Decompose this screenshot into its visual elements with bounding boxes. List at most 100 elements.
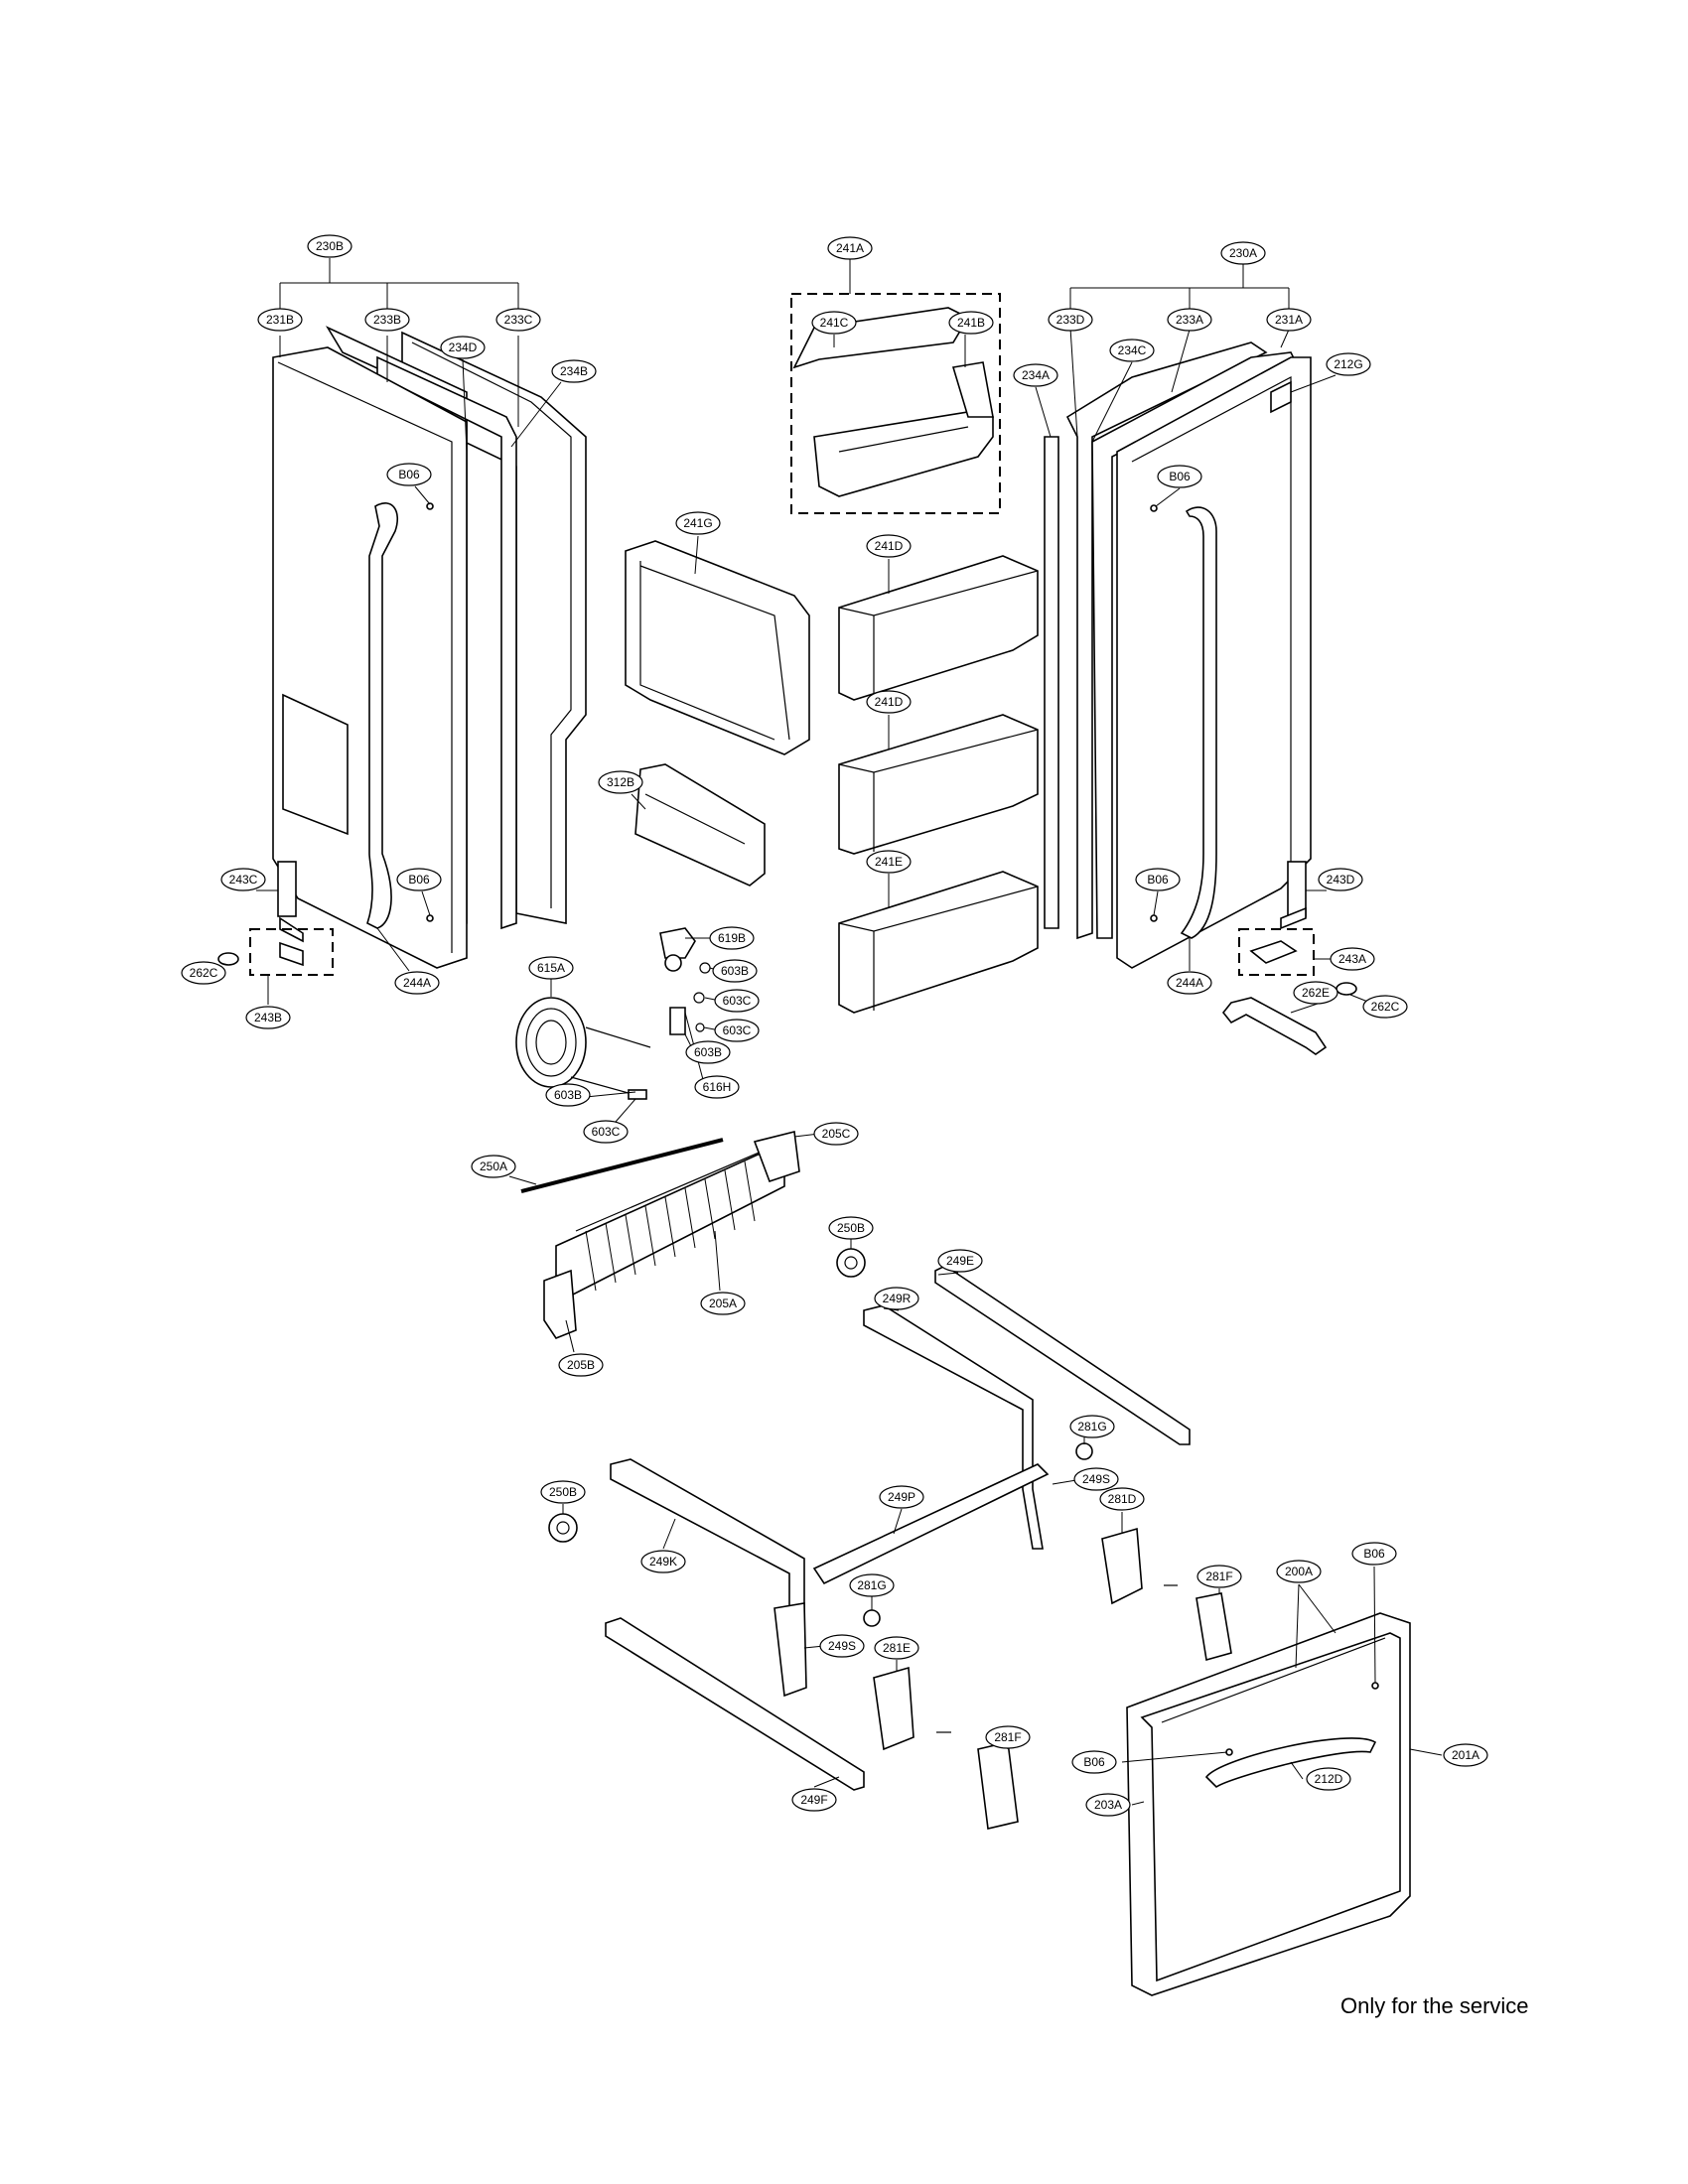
callout-b06: B06 [1071,1750,1117,1774]
callout-249s: 249S [1073,1467,1119,1491]
callout-205a: 205A [700,1292,746,1315]
callout-text: 249R [883,1292,912,1305]
callout-oval [1196,1565,1242,1588]
callout-oval [1326,352,1371,376]
callout-oval [394,971,440,995]
callout-200a: 200A [1276,1560,1322,1583]
callout-615a: 615A [528,956,574,980]
callout-text: 241G [683,516,712,530]
callout-text: 205A [709,1297,737,1310]
callout-text: 234B [560,364,588,378]
callout-oval [714,1019,760,1042]
callout-text: 262E [1302,986,1330,1000]
callout-text: 312B [607,775,634,789]
callout-text: 250B [837,1221,865,1235]
left-door-assembly [217,326,587,976]
callout-oval [791,1788,837,1812]
callout-oval [396,868,442,891]
rack-assembly [520,1131,800,1339]
callout-250b: 250B [828,1216,874,1240]
callout-oval [1109,339,1155,362]
callout-oval [937,1249,983,1273]
callout-230b: 230B [307,234,352,258]
callout-243a: 243A [1330,947,1375,971]
callout-oval [827,236,873,260]
callout-text: 241A [836,241,864,255]
water-valve-parts [515,927,711,1100]
callout-text: 233C [504,313,533,327]
callout-text: 615A [537,961,565,975]
callout-312b: 312B [598,770,643,794]
callout-text: 212D [1315,1772,1343,1786]
callout-oval [181,961,226,985]
callout-text: 231A [1275,313,1303,327]
callout-text: 234D [449,341,478,354]
callout-oval [1048,308,1093,332]
callout-text: B06 [1169,470,1191,483]
callout-oval [948,311,994,335]
callout-oval [866,690,912,714]
callout-250b: 250B [540,1480,586,1504]
footer-note: Only for the service [1340,1993,1529,2018]
callout-oval [813,1122,859,1146]
callout-603c: 603C [714,1019,760,1042]
callout-oval [551,359,597,383]
callout-oval [1099,1487,1145,1511]
callout-b06: B06 [1157,465,1202,488]
callout-244a: 244A [1167,971,1212,995]
callout-oval [1330,947,1375,971]
callout-oval [874,1636,919,1660]
callout-281d: 281D [1099,1487,1145,1511]
callout-b06: B06 [386,463,432,486]
callout-text: 281G [1077,1420,1106,1433]
callout-text: 619B [718,931,746,945]
callout-oval [558,1353,604,1377]
callout-oval [1276,1560,1322,1583]
callout-603b: 603B [545,1083,591,1107]
callout-oval [640,1550,686,1573]
callout-oval [471,1155,516,1178]
callout-201a: 201A [1443,1743,1488,1767]
callout-oval [307,234,352,258]
callout-262c: 262C [181,961,226,985]
callout-text: 201A [1452,1748,1479,1762]
callout-262c: 262C [1362,995,1408,1019]
callout-205c: 205C [813,1122,859,1146]
callout-oval [866,850,912,874]
callout-text: 281D [1108,1492,1137,1506]
callout-text: 233B [373,313,401,327]
callout-234d: 234D [440,336,486,359]
callout-616h: 616H [694,1075,740,1099]
callout-oval [866,534,912,558]
callout-603b: 603B [712,959,758,983]
callout-b06: B06 [1351,1542,1397,1566]
callout-oval [1220,241,1266,265]
callout-text: 281E [883,1641,911,1655]
callout-231b: 231B [257,308,303,332]
callout-250a: 250A [471,1155,516,1178]
callout-oval [1306,1767,1351,1791]
callout-text: 603B [721,964,749,978]
drawer-frame [605,1265,1232,1830]
callout-oval [598,770,643,794]
callout-text: 603C [723,994,752,1008]
callout-text: B06 [408,873,430,887]
callout-233c: 233C [495,308,541,332]
callout-text: 281G [857,1578,886,1592]
callout-oval [583,1120,629,1144]
callout-oval [1071,1750,1117,1774]
callout-oval [709,926,755,950]
callout-262e: 262E [1293,981,1338,1005]
callout-oval [879,1485,924,1509]
callout-text: 203A [1094,1798,1122,1812]
door-bins [838,555,1039,1014]
callout-oval [712,959,758,983]
callout-241d: 241D [866,690,912,714]
callout-oval [985,1725,1031,1749]
callout-203a: 203A [1085,1793,1131,1817]
callout-243c: 243C [220,868,266,891]
callout-oval [1443,1743,1488,1767]
callout-oval [1351,1542,1397,1566]
callout-249k: 249K [640,1550,686,1573]
